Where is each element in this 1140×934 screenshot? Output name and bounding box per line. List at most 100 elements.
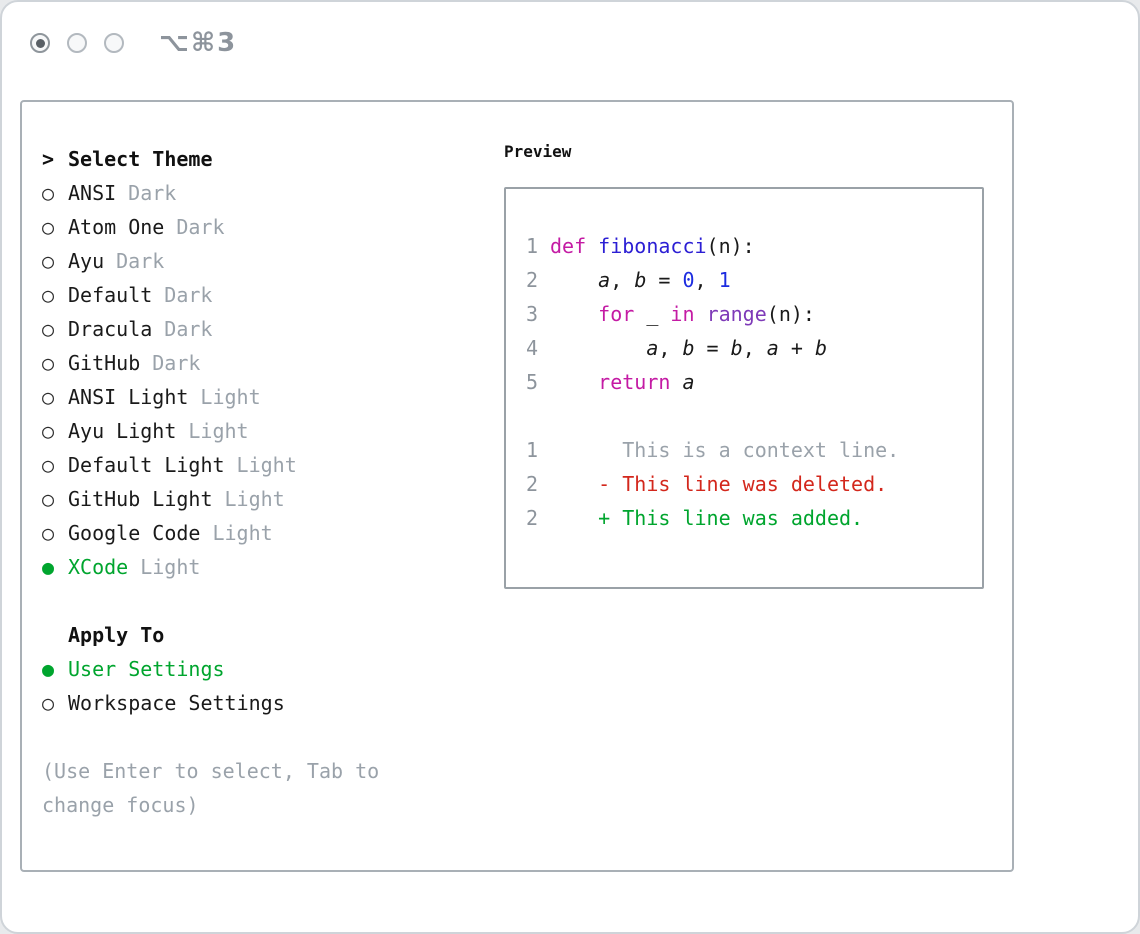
theme-option-ayu[interactable]: ○ Ayu Dark	[42, 244, 504, 278]
theme-option-dracula[interactable]: ○ Dracula Dark	[42, 312, 504, 346]
code-line: 2 a, b = 0, 1	[526, 263, 982, 297]
theme-variant-label: Light	[140, 555, 201, 579]
diff-text: + This line was added.	[550, 506, 864, 530]
diff-line-deleted: 2 - This line was deleted.	[526, 467, 982, 501]
window-shortcut-label: ⌥⌘3	[159, 28, 238, 58]
code-line: 5 return a	[526, 365, 982, 399]
theme-variant-label: Light	[200, 385, 261, 409]
theme-name-label: GitHub Light	[68, 487, 213, 511]
theme-variant-label: Dark	[176, 215, 225, 239]
spacer	[526, 399, 982, 433]
traffic-light-active-icon[interactable]	[30, 33, 50, 53]
hint-text: (Use Enter to select, Tab to change focu…	[42, 759, 380, 817]
theme-variant-label: Light	[212, 521, 273, 545]
titlebar: ⌥⌘3	[30, 28, 237, 58]
code-text: return a	[598, 370, 695, 394]
theme-variant-label: Light	[188, 419, 249, 443]
traffic-light-icon[interactable]	[67, 33, 87, 53]
line-number: 1	[526, 234, 539, 258]
theme-name-label: Ayu	[68, 249, 105, 273]
theme-name-label: Atom One	[68, 215, 165, 239]
apply-to-list: ●User Settings ○ Workspace Settings	[42, 652, 504, 720]
theme-name-label: Ayu Light	[68, 419, 177, 443]
theme-name-label: ANSI	[68, 181, 117, 205]
apply-option-user-settings[interactable]: ●User Settings	[42, 652, 504, 686]
code-text: for _ in range(n):	[598, 302, 815, 326]
traffic-light-icon[interactable]	[104, 33, 124, 53]
radio-unselected-icon: ○	[42, 419, 55, 443]
theme-variant-label: Light	[236, 453, 297, 477]
diff-line-added: 2 + This line was added.	[526, 501, 982, 535]
diff-text: This is a context line.	[550, 438, 900, 462]
line-number: 2	[526, 472, 539, 496]
theme-name-label: Default	[68, 283, 153, 307]
radio-unselected-icon: ○	[42, 249, 55, 273]
line-number: 1	[526, 438, 539, 462]
theme-variant-label: Dark	[164, 317, 213, 341]
radio-selected-icon: ●	[42, 555, 55, 579]
line-number: 2	[526, 506, 539, 530]
line-number: 2	[526, 268, 539, 292]
line-number: 3	[526, 302, 539, 326]
theme-name-label: Dracula	[68, 317, 153, 341]
prompt-icon: >	[42, 147, 55, 171]
code-line: 1 def fibonacci(n):	[526, 229, 982, 263]
radio-unselected-icon: ○	[42, 691, 55, 715]
diff-text: - This line was deleted.	[550, 472, 888, 496]
theme-variant-label: Dark	[128, 181, 177, 205]
theme-option-ansi[interactable]: ○ ANSI Dark	[42, 176, 504, 210]
theme-option-xcode[interactable]: ● XCode Light	[42, 550, 504, 584]
select-theme-heading: > Select Theme	[42, 142, 504, 176]
code-text: a, b = b, a + b	[646, 336, 827, 360]
theme-variant-label: Dark	[164, 283, 213, 307]
radio-unselected-icon: ○	[42, 385, 55, 409]
radio-unselected-icon: ○	[42, 521, 55, 545]
radio-unselected-icon: ○	[42, 487, 55, 511]
theme-name-label: Default Light	[68, 453, 225, 477]
theme-option-google-code[interactable]: ○ Google Code Light	[42, 516, 504, 550]
theme-option-default-light[interactable]: ○ Default Light Light	[42, 448, 504, 482]
apply-to-title: Apply To	[68, 623, 165, 647]
theme-option-github-light[interactable]: ○ GitHub Light Light	[42, 482, 504, 516]
theme-option-default[interactable]: ○ Default Dark	[42, 278, 504, 312]
radio-unselected-icon: ○	[42, 181, 55, 205]
theme-option-ansi-light[interactable]: ○ ANSI Light Light	[42, 380, 504, 414]
apply-option-workspace-settings[interactable]: ○ Workspace Settings	[42, 686, 504, 720]
radio-unselected-icon: ○	[42, 317, 55, 341]
code-line: 4 a, b = b, a + b	[526, 331, 982, 365]
select-theme-title: Select Theme	[68, 147, 213, 171]
apply-to-heading: Apply To	[42, 618, 504, 652]
code-line: 3 for _ in range(n):	[526, 297, 982, 331]
code-text: def fibonacci(n):	[550, 234, 755, 258]
spacer	[42, 720, 504, 754]
theme-name-label: Google Code	[68, 521, 201, 545]
theme-variant-label: Light	[224, 487, 285, 511]
line-number: 5	[526, 370, 539, 394]
diff-block: 1 This is a context line.2 - This line w…	[526, 433, 982, 535]
theme-option-ayu-light[interactable]: ○ Ayu Light Light	[42, 414, 504, 448]
radio-unselected-icon: ○	[42, 215, 55, 239]
spacer	[42, 584, 504, 618]
apply-option-label: Workspace Settings	[68, 691, 285, 715]
line-number: 4	[526, 336, 539, 360]
theme-name-label: ANSI Light	[68, 385, 189, 409]
theme-variant-label: Dark	[152, 351, 201, 375]
diff-line-context: 1 This is a context line.	[526, 433, 982, 467]
theme-variant-label: Dark	[116, 249, 165, 273]
radio-selected-icon: ●	[42, 657, 55, 681]
theme-name-label: GitHub	[68, 351, 141, 375]
preview-title: Preview	[504, 142, 572, 161]
radio-unselected-icon: ○	[42, 283, 55, 307]
theme-option-atom-one[interactable]: ○ Atom One Dark	[42, 210, 504, 244]
code-text: a, b = 0, 1	[598, 268, 731, 292]
theme-name-label: XCode	[68, 555, 129, 579]
radio-unselected-icon: ○	[42, 453, 55, 477]
